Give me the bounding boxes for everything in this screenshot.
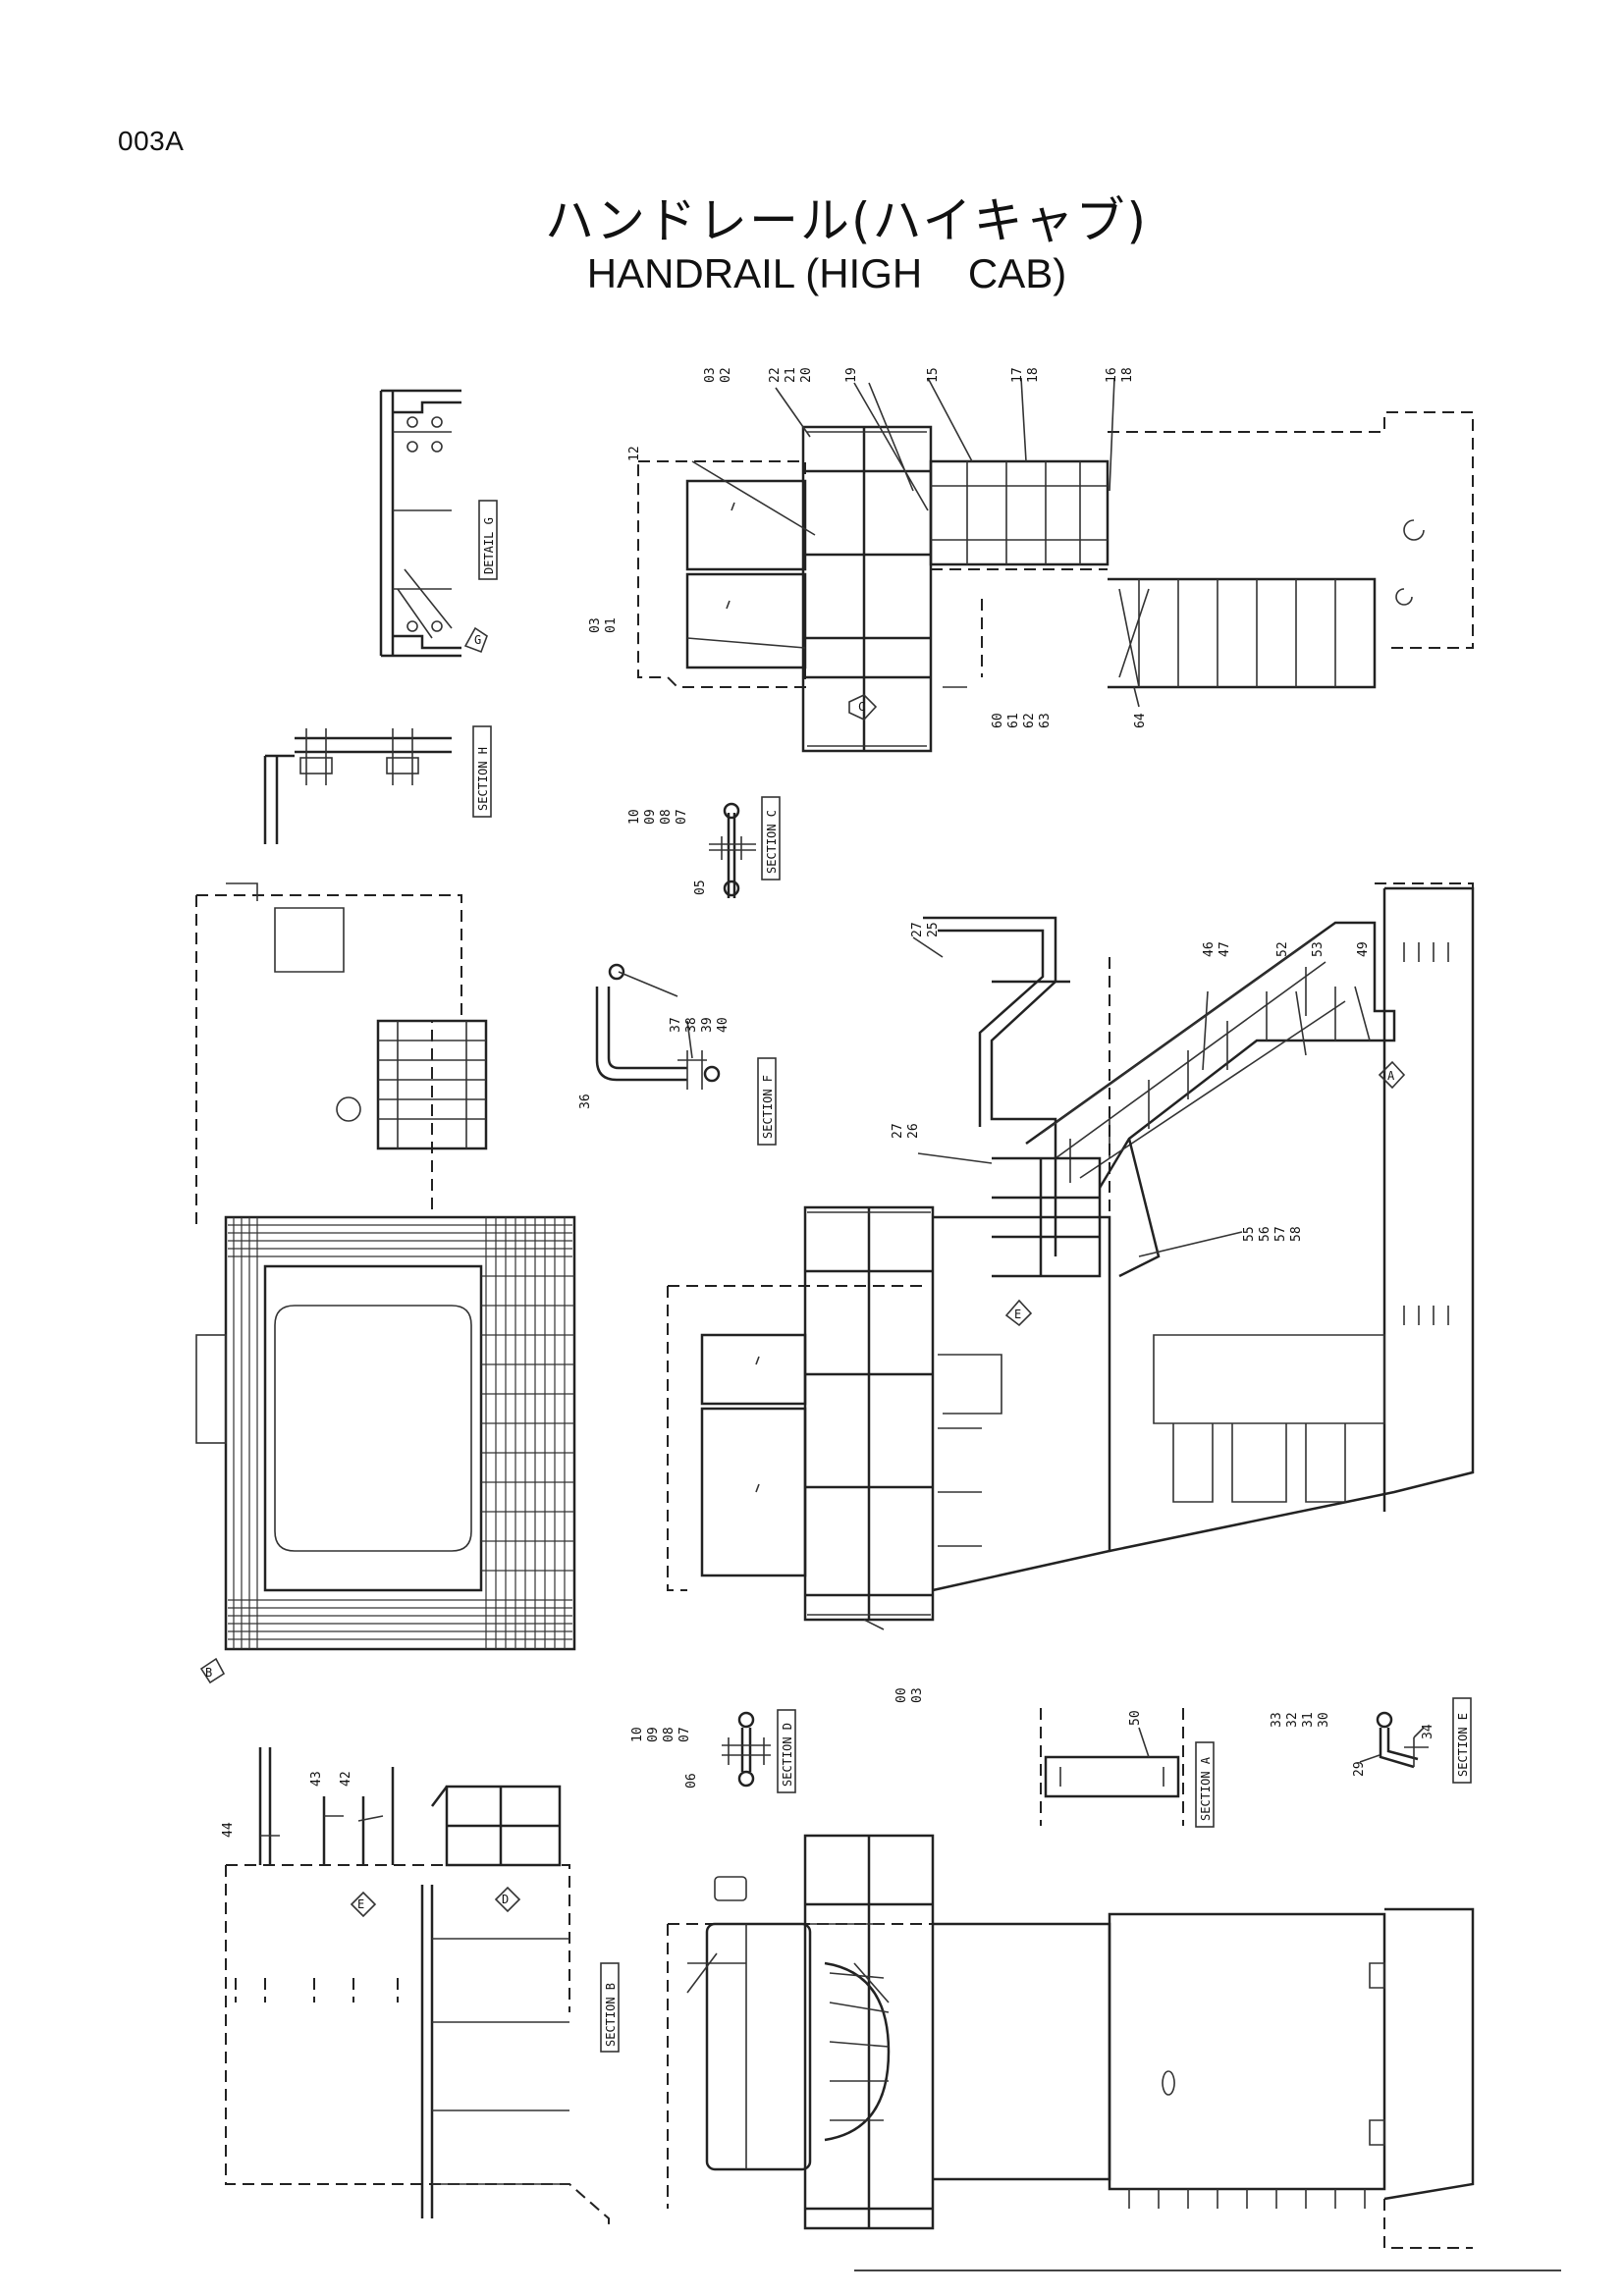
part-label: 01: [604, 617, 619, 633]
plan-view-marker-b: B: [205, 1666, 212, 1680]
part-label: 25: [926, 922, 941, 937]
page-code: 003A: [118, 126, 185, 156]
rear-view: [667, 1834, 1475, 2249]
section-e-view: SECTION E 33 32 31 30 34 29: [1270, 1697, 1472, 1784]
footer-rule: [854, 2269, 1561, 2271]
section-a-label: SECTION A: [1199, 1756, 1213, 1821]
part-label: 55: [1242, 1226, 1257, 1242]
part-label: 39: [700, 1017, 715, 1033]
part-label: 05: [693, 880, 708, 895]
section-f-label: SECTION F: [761, 1075, 775, 1139]
title-japanese: ハンドレール(ハイキャブ): [544, 192, 1148, 249]
part-label: 31: [1301, 1712, 1316, 1728]
part-label: 21: [784, 367, 798, 383]
part-label: 03: [588, 617, 603, 633]
section-b-view: E D SECTION B 43 42 44: [221, 1747, 620, 2228]
part-label: 57: [1273, 1226, 1288, 1242]
part-label: 26: [906, 1123, 921, 1139]
side-view-marker-a: A: [1387, 1069, 1395, 1083]
part-label: 08: [662, 1727, 677, 1742]
part-label: 06: [684, 1773, 699, 1789]
part-label: 56: [1258, 1226, 1272, 1242]
part-label: 50: [1128, 1710, 1143, 1726]
part-label: 46: [1202, 941, 1217, 957]
part-label: 42: [339, 1771, 353, 1787]
part-label: 17: [1010, 367, 1025, 383]
part-label: 32: [1285, 1712, 1300, 1728]
part-label: 44: [221, 1822, 236, 1838]
detail-g-marker: G: [474, 633, 481, 647]
part-label: 07: [675, 809, 689, 825]
part-label: 34: [1421, 1724, 1435, 1739]
part-label: 30: [1317, 1712, 1331, 1728]
title-english: HANDRAIL (HIGH CAB): [586, 250, 1067, 296]
section-d-label: SECTION D: [781, 1723, 794, 1787]
top-view-marker-c: C: [858, 700, 865, 714]
section-e-label: SECTION E: [1456, 1713, 1470, 1777]
part-label: 52: [1275, 941, 1290, 957]
part-label: 27: [910, 922, 925, 937]
part-label: 20: [799, 367, 814, 383]
top-view: C 03 02 22 21 20 19 15 17 18 16 18 12 03…: [588, 367, 1474, 753]
section-b-marker-d: D: [502, 1893, 509, 1906]
part-label: 40: [716, 1017, 731, 1033]
part-label: 53: [1311, 941, 1326, 957]
part-label: 62: [1022, 713, 1037, 728]
section-d-view: SECTION D 10 09 08 07 06: [630, 1709, 796, 1793]
section-f-view: SECTION F 37 38 39 40 36: [578, 963, 777, 1146]
part-label: 18: [1120, 367, 1135, 383]
section-h-view: SECTION H: [263, 725, 492, 844]
part-label: 27: [891, 1123, 905, 1139]
part-label: 12: [627, 446, 642, 461]
detail-g-view: DETAIL G G: [379, 389, 498, 658]
part-label: 47: [1218, 941, 1232, 957]
part-label: 22: [768, 367, 783, 383]
part-label: 09: [643, 809, 658, 825]
section-b-label: SECTION B: [604, 1983, 618, 2047]
part-label: 07: [677, 1727, 692, 1742]
part-label: 03: [910, 1687, 925, 1703]
part-label: 00: [894, 1687, 909, 1703]
side-view: E A 27 25 46 47 52 53 49 27 26 55 56 57 …: [667, 882, 1475, 1703]
section-h-label: SECTION H: [476, 747, 490, 811]
part-label: 38: [684, 1017, 699, 1033]
part-label: 29: [1352, 1761, 1367, 1777]
part-label: 10: [630, 1727, 645, 1742]
section-c-view: SECTION C 10 09 08 07 05: [627, 796, 781, 898]
part-label: 10: [627, 809, 642, 825]
part-label: 03: [703, 367, 718, 383]
part-label: 60: [991, 713, 1005, 728]
section-a-view: SECTION A 50: [1040, 1708, 1215, 1828]
part-label: 18: [1026, 367, 1041, 383]
section-c-label: SECTION C: [765, 810, 779, 874]
part-label: 15: [926, 367, 941, 383]
part-label: 33: [1270, 1712, 1284, 1728]
part-label: 58: [1289, 1226, 1304, 1242]
part-label: 49: [1356, 941, 1371, 957]
section-b-marker-e: E: [357, 1897, 364, 1911]
detail-g-label: DETAIL G: [482, 517, 496, 574]
part-label: 36: [578, 1094, 593, 1109]
part-label: 19: [844, 367, 859, 383]
part-label: 43: [309, 1771, 324, 1787]
side-view-marker-e: E: [1014, 1308, 1021, 1321]
part-label: 09: [646, 1727, 661, 1742]
part-label: 37: [669, 1017, 683, 1033]
part-label: 61: [1006, 713, 1021, 728]
part-label: 08: [659, 809, 674, 825]
part-label: 64: [1133, 713, 1148, 728]
part-label: 02: [719, 367, 733, 383]
part-label: 16: [1105, 367, 1119, 383]
part-label: 63: [1038, 713, 1053, 728]
plan-view: B: [195, 882, 576, 1684]
